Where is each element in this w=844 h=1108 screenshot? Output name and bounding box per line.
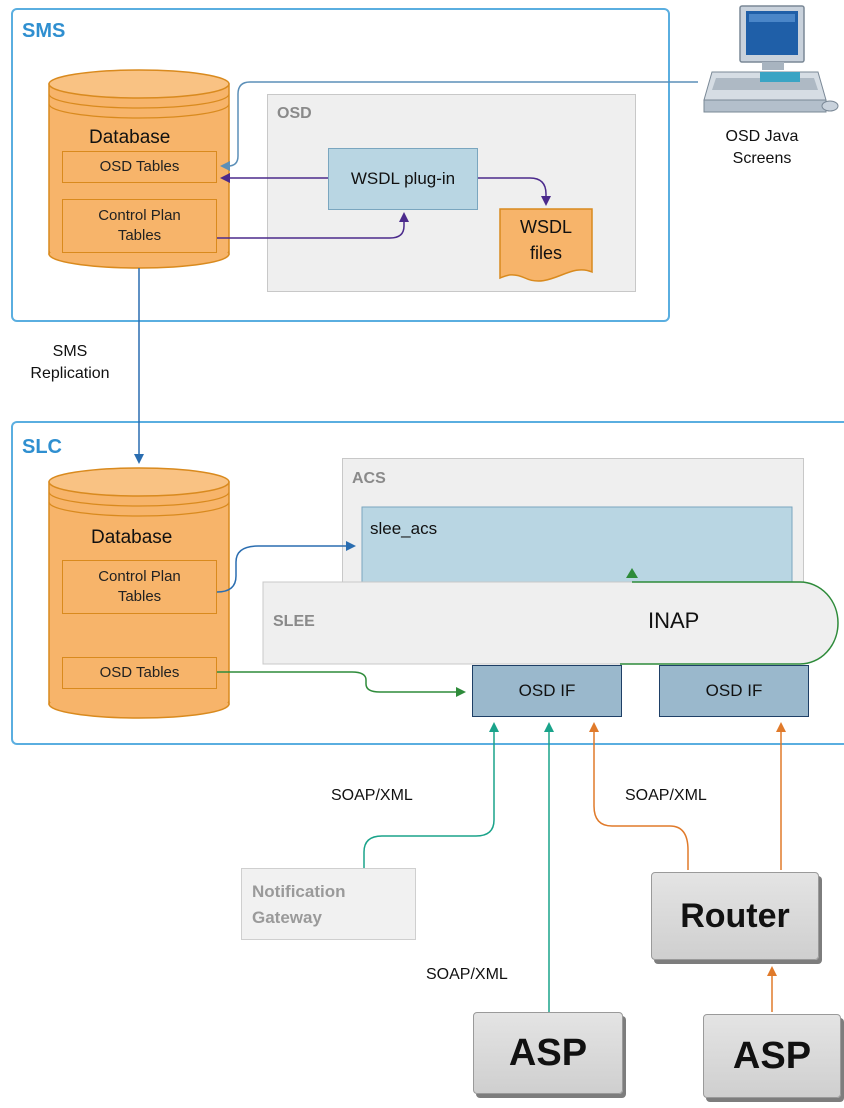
computer-icon (703, 5, 839, 113)
notification-gateway-line1: Notification (252, 882, 346, 901)
slc-osd-tables: OSD Tables (62, 657, 217, 689)
wsdl-files-line2: files (529, 243, 562, 263)
wsdl-plugin-box: WSDL plug-in (328, 148, 478, 210)
wsdl-plugin-label: WSDL plug-in (350, 169, 456, 188)
wsdl-files-label: WSDL files (500, 214, 592, 266)
slee-acs-label: slee_acs (370, 519, 438, 538)
router-box: Router (651, 872, 819, 960)
asp-left-box: ASP (473, 1012, 623, 1094)
connector-router-to-osd-if-left (589, 722, 689, 870)
java-screens-line2: Screens (732, 150, 792, 167)
connector-control-plan-to-wsdl (217, 212, 409, 239)
connector-control-plan-to-slee-acs (216, 541, 356, 593)
inap-label: INAP (648, 608, 700, 633)
osd-if-left: OSD IF (472, 665, 622, 717)
osd-if-right-label: OSD IF (705, 681, 763, 700)
asp-right-box: ASP (703, 1014, 841, 1098)
java-screens-line1: OSD Java (725, 128, 799, 145)
sms-replication-line1: SMS (52, 343, 88, 360)
sms-osd-tables: OSD Tables (62, 151, 217, 183)
sms-control-plan-line1: Control Plan (98, 207, 181, 224)
slc-control-plan-line1: Control Plan (98, 568, 181, 585)
slc-control-plan-tables: Control Plan Tables (62, 560, 217, 614)
slc-control-plan-line2: Tables (117, 588, 162, 605)
connector-notification-to-osd-if (363, 722, 499, 868)
connector-osd-tables-to-osd-if (217, 671, 466, 697)
sms-control-plan-tables: Control Plan Tables (62, 199, 217, 253)
soap-xml-label-bottom: SOAP/XML (426, 966, 508, 983)
slc-title: SLC (22, 436, 62, 458)
sms-database-label: Database (89, 127, 171, 148)
arrowhead-inap-to-slee-acs (626, 568, 638, 578)
osd-if-left-label: OSD IF (518, 681, 576, 700)
slee-bar (262, 581, 839, 665)
soap-xml-label-right: SOAP/XML (625, 787, 707, 804)
sms-control-plan-line2: Tables (117, 227, 162, 244)
asp-right-label: ASP (732, 1034, 812, 1077)
connector-wsdl-to-files (478, 177, 551, 206)
java-screens-label: OSD Java Screens (712, 126, 812, 170)
slee-title: SLEE (273, 613, 315, 630)
wsdl-files-line1: WSDL (519, 217, 572, 237)
acs-title: ACS (352, 470, 386, 487)
router-label: Router (680, 896, 790, 935)
inap-green-outline (620, 581, 839, 665)
sms-title: SMS (22, 20, 66, 42)
connector-java-screens-to-osd-tables (220, 81, 698, 171)
notification-gateway-line2: Gateway (252, 908, 322, 927)
osd-title: OSD (277, 105, 312, 122)
asp-left-label: ASP (508, 1031, 588, 1074)
slc-osd-tables-label: OSD Tables (99, 664, 180, 681)
slc-database-label: Database (91, 527, 173, 548)
sms-replication-line2: Replication (30, 365, 110, 382)
wsdl-files-shape (499, 208, 593, 282)
slee-acs-box (361, 506, 793, 588)
osd-if-right: OSD IF (659, 665, 809, 717)
notification-gateway: Notification Gateway (241, 868, 416, 940)
sms-osd-tables-label: OSD Tables (99, 158, 180, 175)
soap-xml-label-left: SOAP/XML (331, 787, 413, 804)
sms-replication-label: SMS Replication (10, 341, 130, 385)
